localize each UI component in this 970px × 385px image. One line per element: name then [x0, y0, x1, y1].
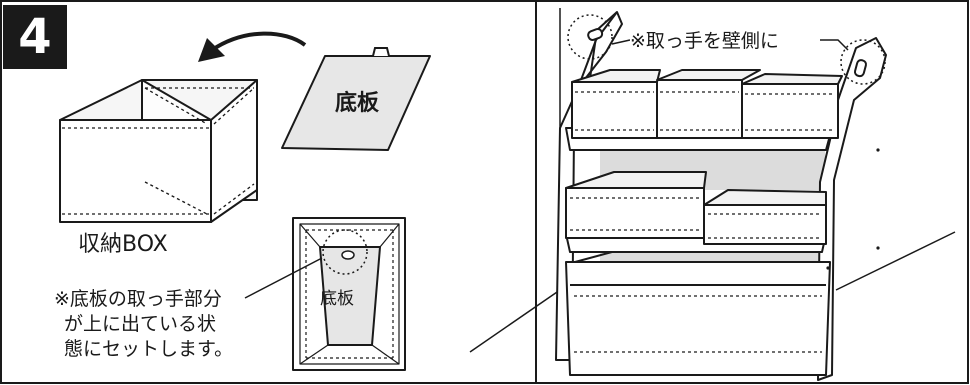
note-line-2: が上に出ている状	[64, 313, 217, 335]
note-line-1: ※底板の取っ手部分	[54, 288, 222, 310]
storage-box-drawing	[59, 79, 258, 223]
bottom-board-drawing	[281, 47, 431, 151]
toy-shelf-drawing	[555, 11, 887, 381]
board-handle-note: ※底板の取っ手部分 が上に出ている状 態にセットします。	[54, 287, 233, 362]
handle-wall-side-note: ※取っ手を壁側に	[630, 26, 779, 53]
step-number-badge: 4	[3, 5, 67, 69]
note-line-3: 態にセットします。	[64, 338, 234, 360]
box-top-view-drawing	[292, 217, 406, 371]
bottom-board-label: 底板	[335, 91, 380, 116]
note-leader-line	[244, 257, 323, 299]
insert-arrow-icon	[198, 31, 307, 62]
handle-highlight-circles	[567, 14, 886, 85]
storage-box-label: 収納BOX	[78, 232, 168, 257]
handle-note-leaders	[611, 39, 849, 51]
bottom-board-small-label: 底板	[320, 289, 354, 309]
